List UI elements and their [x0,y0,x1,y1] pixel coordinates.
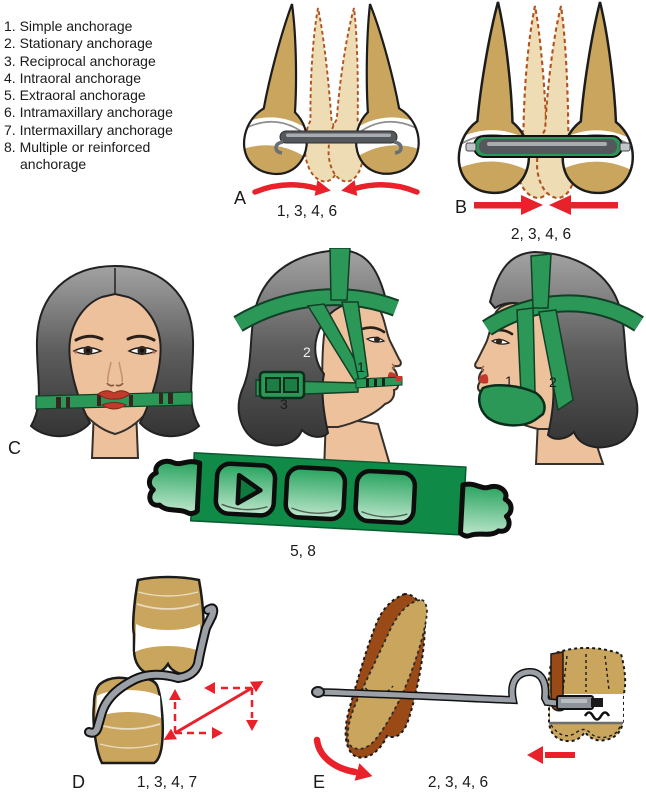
diagram-b-bodily-teeth [446,0,646,215]
legend-item: 5. Extraoral anchorage [4,87,146,104]
legend-item: 3. Reciprocal anchorage [4,52,156,69]
head-profile-left-chincup [474,250,644,465]
elastic-hook-band [84,603,219,738]
headgear-label-3: 3 [280,396,288,412]
force-vector-diagram-icon [163,681,264,740]
legend-item: 8. Multiple or reinforced anchorage [4,139,151,173]
neck-strap-buckle [258,370,306,400]
play-triangle-icon [235,472,263,506]
converging-straight-arrows-icon [474,195,618,215]
strap-end-left [146,458,203,517]
legend-item: 6. Intramaxillary anchorage [4,104,173,121]
head-front-illustration [29,264,201,459]
chin-cup [478,384,546,427]
molar-anchor [547,647,627,743]
panel-d-letter: D [72,772,85,792]
panel-d-codes: 1, 3, 4, 7 [136,774,198,791]
upper-molar [131,575,205,676]
headgear-label-2: 2 [303,344,311,360]
mesial-force-arrow-icon [527,746,575,764]
coil-spring-bar [274,130,403,155]
chincup-label-2: 2 [549,374,557,390]
panel-e-letter: E [313,772,326,792]
archwire-with-loop [311,667,611,721]
diagram-d-intermaxillary [84,575,264,765]
panel-e-codes: 2, 3, 4, 6 [427,774,489,791]
headgear-straps [233,248,400,397]
diagram-a-tipping-teeth [230,0,442,196]
strap-end-right [457,481,514,539]
mouth-strap [35,391,193,410]
diagram-e-archwire [311,592,627,781]
headgear-label-1: 1 [357,359,365,375]
panel-a-codes: 1, 3, 4, 6 [276,203,338,220]
chincup-label-1: 1 [505,373,513,389]
legend-item: 7. Intermaxillary anchorage [4,121,173,138]
head-profile-right-headgear [233,248,403,473]
legend-item: 4. Intraoral anchorage [4,69,141,86]
extraoral-strap-codes: 5, 8 [290,543,316,560]
extraoral-strap-illustration [146,452,514,539]
panel-b-letter: B [455,197,468,217]
legend-item: 1. Simple anchorage [4,18,133,34]
panel-b-codes: 2, 3, 4, 6 [510,226,572,243]
facebow [355,376,403,389]
spring-coil [583,711,611,721]
lips [97,390,131,410]
converging-curved-arrows-icon [252,180,420,196]
face-features [72,334,158,387]
tipped-incisor [346,598,428,750]
coil-spring-bar-green-wrap [465,135,631,158]
panel-c-letter: C [8,438,21,458]
legend-item: 2. Stationary anchorage [4,35,153,52]
anchorage-legend: 1. Simple anchorage 2. Stationary anchor… [4,18,216,174]
rotation-arrow-icon [313,736,373,781]
chincup-straps [482,253,644,412]
panel-a-letter: A [234,188,247,208]
